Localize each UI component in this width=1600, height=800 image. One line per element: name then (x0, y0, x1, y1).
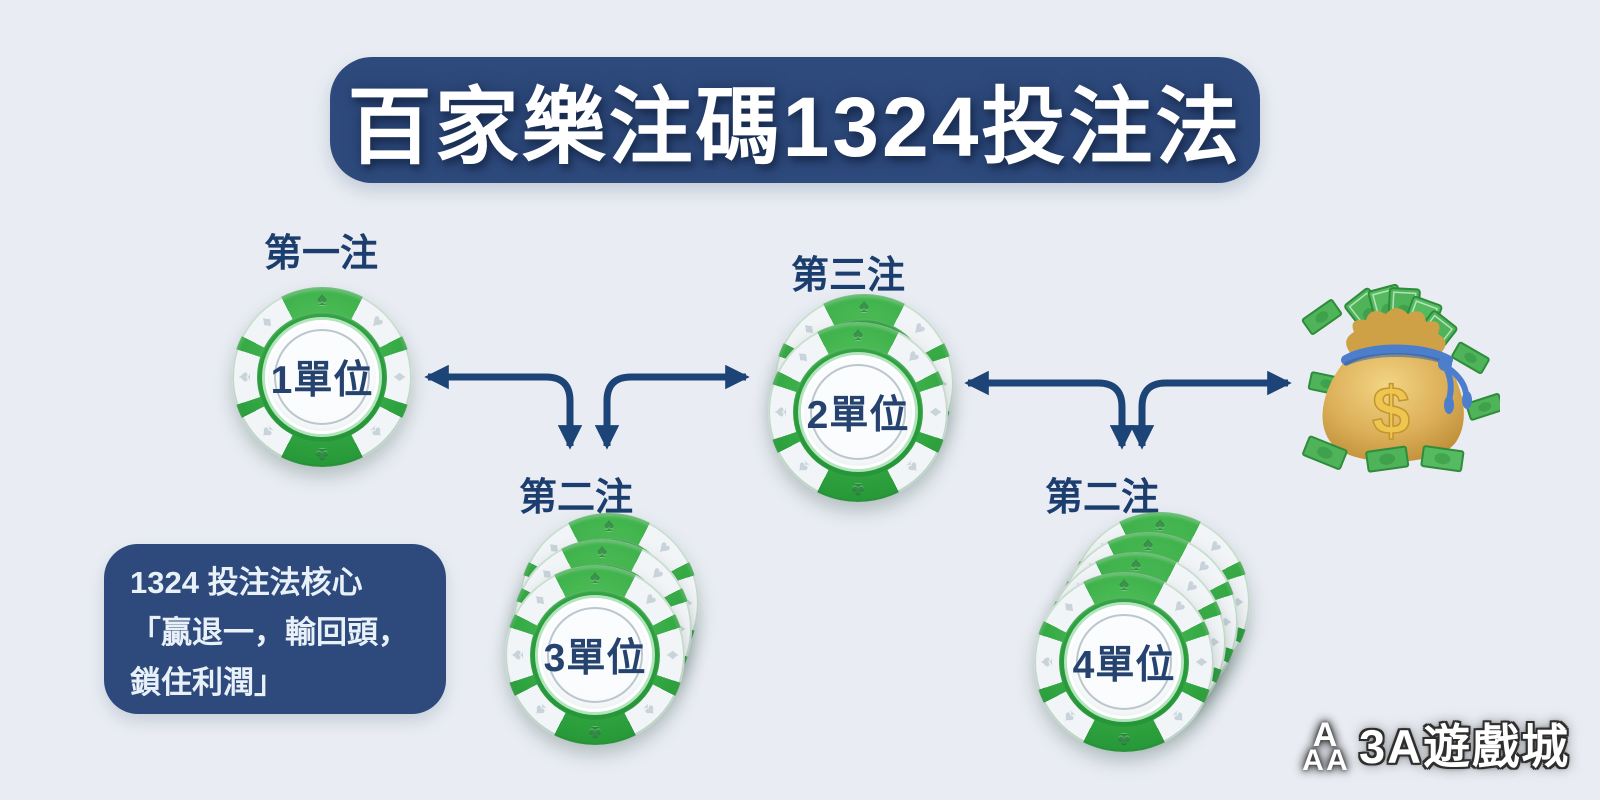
svg-text:A: A (1302, 744, 1324, 774)
note-box: 1324 投注法核心 「贏退一，輸回頭， 鎖住利潤」 (104, 544, 446, 714)
label-bet-2: 第二注 (518, 477, 634, 519)
arrow-bet3-return (964, 370, 1135, 450)
arrow-bet3-to-bet1 (424, 364, 583, 450)
svg-text:A: A (1326, 744, 1348, 774)
flying-bills (1301, 299, 1500, 421)
arrow-bet4-to-profit (1129, 370, 1292, 450)
money-bag-icon: $ (1301, 283, 1500, 473)
ground-bills (1302, 435, 1465, 473)
arrow-bet2-to-bet3 (594, 364, 750, 450)
label-bet-1: 第一注 (263, 233, 379, 275)
svg-text:A: A (1313, 716, 1338, 754)
label-bet-3: 第三注 (790, 255, 906, 297)
triple-a-icon: A A A (1302, 716, 1348, 774)
title-banner: 百家樂注碼1324投注法 (330, 57, 1260, 183)
note-line-3: 鎖住利潤」 (130, 665, 285, 700)
brand-name: 3A遊戲城 (1359, 720, 1571, 773)
label-bet-4: 第二注 (1044, 477, 1160, 519)
page-title: 百家樂注碼1324投注法 (347, 79, 1243, 174)
note-line-2: 「贏退一，輸回頭， (130, 615, 409, 650)
dollar-sign: $ (1372, 373, 1410, 449)
bag-body: $ (1322, 308, 1472, 462)
brand-logo: A A A 3A遊戲城 (1293, 708, 1570, 777)
note-line-1: 1324 投注法核心 (130, 565, 363, 600)
